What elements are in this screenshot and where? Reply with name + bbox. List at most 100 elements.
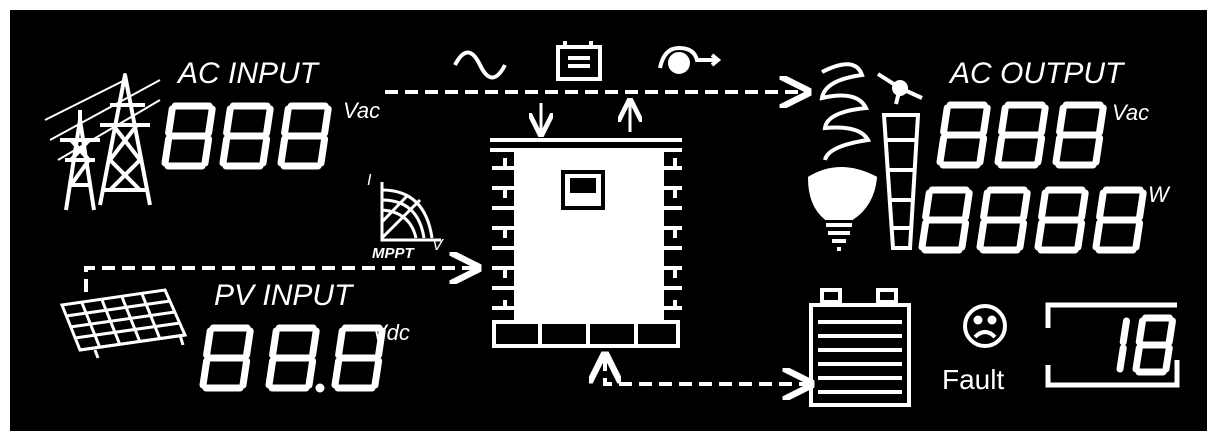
digit xyxy=(1034,186,1089,254)
digit-segment xyxy=(980,189,991,221)
digit-segment xyxy=(331,357,343,389)
digit-segment xyxy=(936,134,948,166)
fault-code-bracket xyxy=(1045,302,1180,388)
digit-segment xyxy=(1136,189,1147,221)
digit-segment xyxy=(922,189,933,221)
ac-output-power-unit: W xyxy=(1148,182,1169,207)
ac-input-digits xyxy=(161,102,332,170)
digit-segment xyxy=(994,134,1006,166)
battery-bank-icon xyxy=(809,288,911,407)
digit-segment xyxy=(219,135,231,167)
digit-segment xyxy=(265,357,277,389)
digit xyxy=(219,102,274,170)
pv-flow-arrow xyxy=(84,268,475,292)
digit-segment xyxy=(918,219,930,251)
digit-segment xyxy=(1016,219,1028,251)
digit-segment xyxy=(958,219,970,251)
digit-segment xyxy=(940,104,951,136)
ac-input-label: AC INPUT xyxy=(178,57,319,90)
digit xyxy=(277,102,332,170)
digit-segment xyxy=(203,327,214,359)
digit-segment xyxy=(335,327,346,359)
digit xyxy=(1092,186,1147,254)
sad-face-icon xyxy=(963,304,1007,348)
solar-panel-icon xyxy=(59,288,188,359)
mppt-icon xyxy=(380,182,441,242)
digit-segment xyxy=(321,105,332,137)
digit-segment xyxy=(962,189,973,221)
digit-segment xyxy=(1092,134,1104,166)
digit-segment xyxy=(223,105,234,137)
battery-flow-arrow xyxy=(605,358,808,384)
digit-segment xyxy=(201,135,213,167)
digit xyxy=(936,101,991,169)
digit xyxy=(1052,101,1107,169)
digit-segment xyxy=(165,105,176,137)
digit-segment xyxy=(976,219,988,251)
pv-input-unit: Vdc xyxy=(372,320,410,345)
mppt-current-symbol: I xyxy=(367,172,372,189)
digit xyxy=(331,324,386,392)
digit-segment xyxy=(375,327,386,359)
digit-segment xyxy=(1020,189,1031,221)
digit xyxy=(1116,317,1130,373)
bypass-icon xyxy=(658,45,722,74)
digit-segment xyxy=(1056,104,1067,136)
pv-input-digits xyxy=(199,324,386,393)
digit-segment xyxy=(1074,219,1086,251)
fault-code-digits xyxy=(1116,314,1176,376)
ac-output-voltage-unit: Vac xyxy=(1112,100,1150,125)
pv-input-label: PV INPUT xyxy=(214,279,353,312)
digit-segment xyxy=(305,357,317,389)
digit xyxy=(1132,314,1176,376)
digit-segment xyxy=(1135,317,1146,346)
digit-segment xyxy=(1096,104,1107,136)
digit-segment xyxy=(976,134,988,166)
digit xyxy=(976,186,1031,254)
ac-input-unit: Vac xyxy=(343,98,381,123)
digit-segment xyxy=(1165,317,1176,346)
digit-segment xyxy=(281,105,292,137)
digit-segment xyxy=(1119,317,1130,346)
ac-output-power-digits xyxy=(918,186,1147,254)
digit xyxy=(161,102,216,170)
digit-segment xyxy=(263,105,274,137)
digit xyxy=(994,101,1049,169)
fault-label: Fault xyxy=(942,364,1005,395)
digit-segment xyxy=(239,357,251,389)
ac-output-voltage-digits xyxy=(936,101,1107,169)
digit-segment xyxy=(309,327,320,359)
digit-segment xyxy=(1052,134,1064,166)
digit-segment xyxy=(259,135,271,167)
digit xyxy=(199,324,254,392)
digit-segment xyxy=(980,104,991,136)
digit-segment xyxy=(998,104,1009,136)
digit-segment xyxy=(277,135,289,167)
battery-icon xyxy=(556,41,602,81)
digit-segment xyxy=(161,135,173,167)
digit xyxy=(918,186,973,254)
digit-segment xyxy=(1038,104,1049,136)
sine-wave-icon xyxy=(453,50,507,80)
digit-segment xyxy=(1132,219,1144,251)
digit-segment xyxy=(243,327,254,359)
brick-wall xyxy=(490,138,682,348)
digit-segment xyxy=(205,105,216,137)
mppt-voltage-symbol: V xyxy=(432,237,444,254)
digit-segment xyxy=(1132,344,1143,373)
digit-segment xyxy=(1162,344,1173,373)
digit-segment xyxy=(1034,134,1046,166)
mppt-label: MPPT xyxy=(372,245,416,262)
digit-segment xyxy=(317,135,329,167)
transmission-tower-icon xyxy=(44,73,161,211)
ac-output-label: AC OUTPUT xyxy=(950,57,1124,90)
inverter-icon xyxy=(514,150,664,320)
fan-icon xyxy=(876,72,923,250)
digit-segment xyxy=(1116,344,1127,373)
digit-segment xyxy=(371,357,383,389)
digit-segment xyxy=(269,327,280,359)
digit-segment xyxy=(1078,189,1089,221)
digit xyxy=(265,324,320,392)
digit-segment xyxy=(1096,189,1107,221)
digit-segment xyxy=(1034,219,1046,251)
